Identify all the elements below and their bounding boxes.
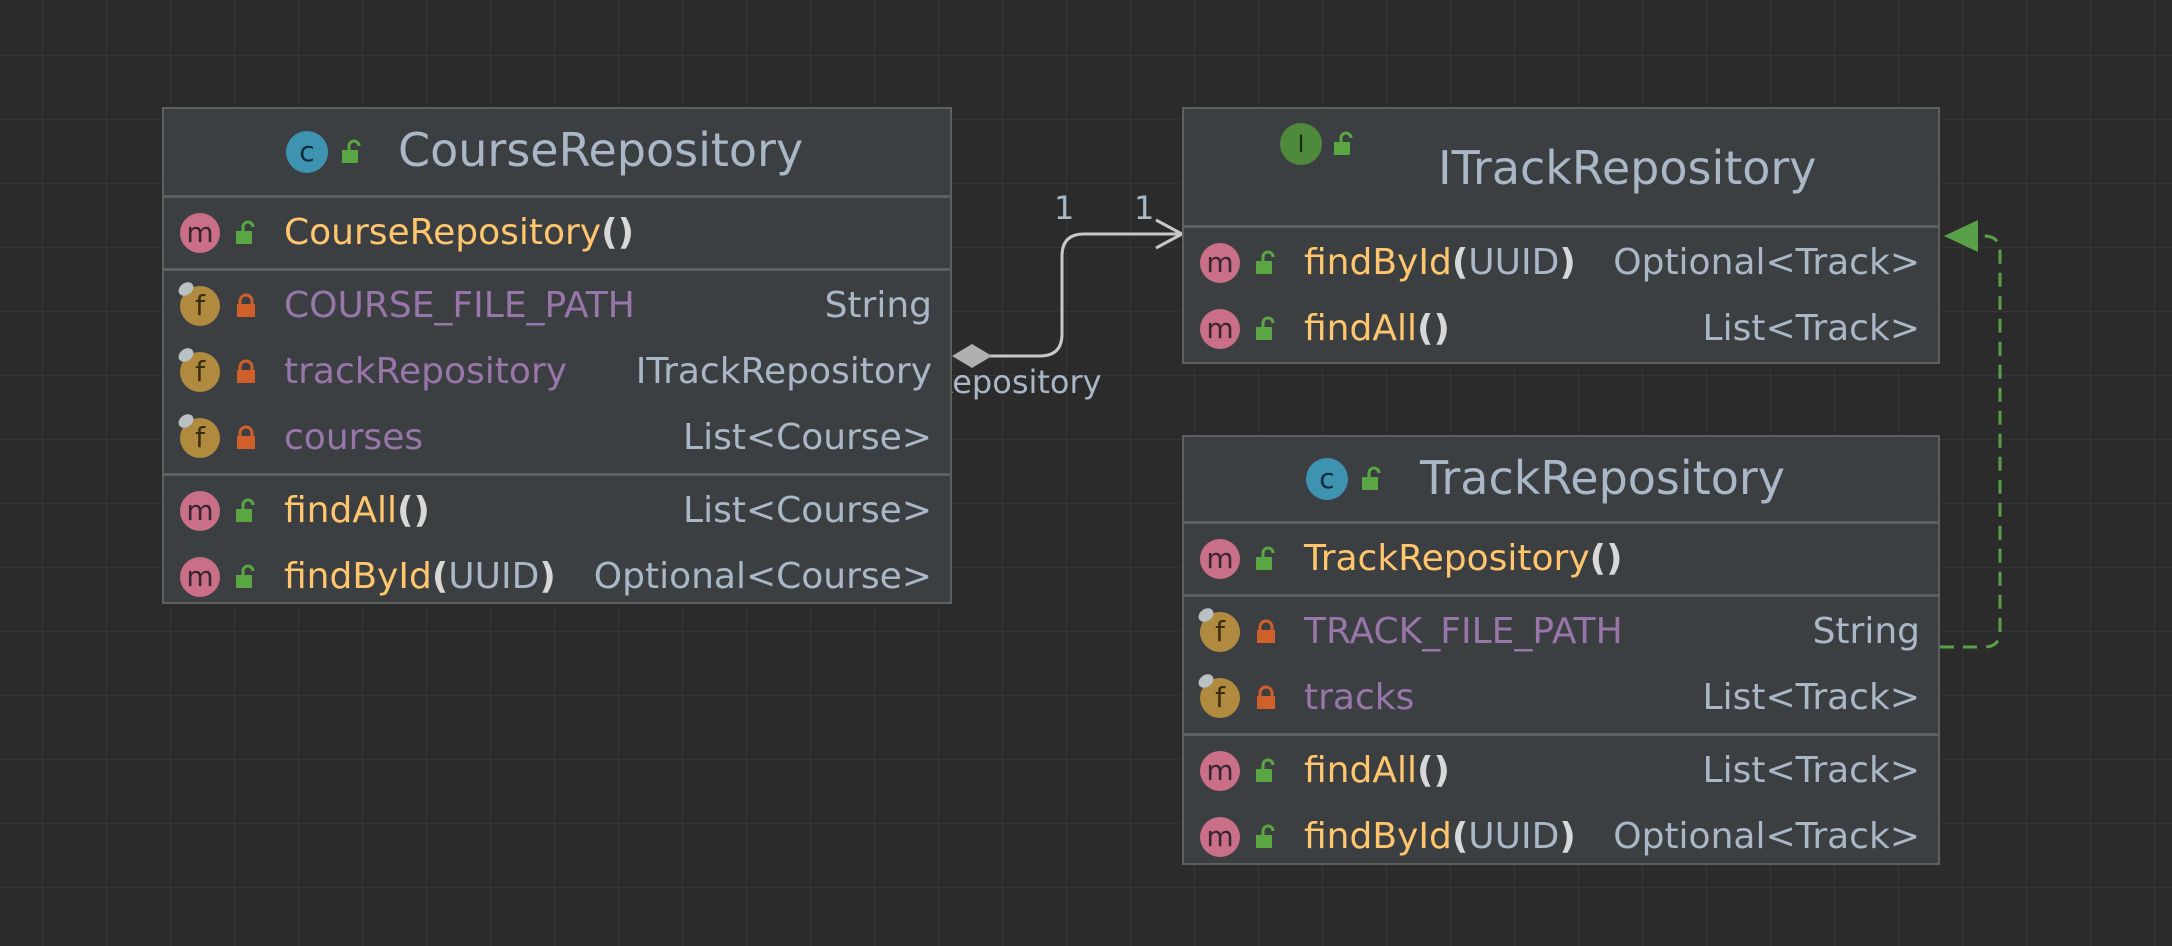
field-row[interactable]: f COURSE_FILE_PATH String bbox=[164, 273, 950, 339]
private-lock-icon bbox=[1257, 619, 1275, 643]
aggregation-diamond bbox=[952, 344, 992, 368]
class-kind-icon: c bbox=[286, 131, 328, 173]
field-type: ITrackRepository bbox=[635, 351, 932, 392]
public-unlock-icon bbox=[236, 498, 255, 522]
method-name: findById(UUID) bbox=[1304, 816, 1576, 857]
field-icon: f bbox=[1196, 605, 1240, 652]
private-lock-icon bbox=[237, 293, 255, 317]
field-name: tracks bbox=[1304, 677, 1415, 718]
method-name: findById(UUID) bbox=[1304, 242, 1576, 283]
class-box-track-repository[interactable]: c TrackRepository m TrackRepository() f … bbox=[1182, 435, 1940, 865]
field-row[interactable]: f trackRepository ITrackRepository bbox=[164, 339, 950, 405]
class-header[interactable]: c CourseRepository bbox=[164, 109, 950, 198]
constructor-name: CourseRepository() bbox=[284, 212, 635, 253]
method-name: findAll() bbox=[1304, 750, 1450, 791]
method-name: findById(UUID) bbox=[284, 556, 556, 597]
public-unlock-icon bbox=[1256, 316, 1275, 340]
constructor-name: TrackRepository() bbox=[1304, 538, 1623, 579]
abstract-method-icon: m bbox=[1200, 309, 1240, 349]
class-box-course-repository[interactable]: c CourseRepository m CourseRepository() … bbox=[162, 107, 952, 604]
field-name: COURSE_FILE_PATH bbox=[284, 285, 635, 326]
private-lock-icon bbox=[1257, 685, 1275, 709]
interface-kind-icon: I bbox=[1280, 123, 1322, 165]
public-unlock-icon bbox=[1256, 250, 1275, 274]
field-icon: f bbox=[176, 411, 220, 458]
method-row[interactable]: m findAll() List<Course> bbox=[164, 478, 950, 544]
field-type: List<Track> bbox=[1702, 677, 1920, 718]
public-unlock-icon bbox=[1362, 466, 1381, 490]
method-return-type: List<Track> bbox=[1702, 308, 1920, 349]
public-unlock-icon bbox=[342, 139, 361, 163]
methods-section: m findAll() List<Course> m findById(UUID… bbox=[164, 476, 950, 612]
field-icon: f bbox=[176, 345, 220, 392]
method-row[interactable]: m findAll() List<Track> bbox=[1184, 738, 1938, 804]
field-name: trackRepository bbox=[284, 351, 568, 392]
public-unlock-icon bbox=[236, 220, 255, 244]
multiplicity-source: 1 bbox=[1054, 189, 1075, 227]
method-return-type: Optional<Track> bbox=[1613, 816, 1920, 857]
constructor-section: m CourseRepository() bbox=[164, 198, 950, 271]
class-name: TrackRepository bbox=[1420, 451, 1785, 505]
private-lock-icon bbox=[237, 359, 255, 383]
class-header[interactable]: c TrackRepository bbox=[1184, 437, 1938, 524]
class-name: CourseRepository bbox=[398, 123, 804, 177]
field-icon: f bbox=[176, 279, 220, 326]
field-type: String bbox=[824, 285, 932, 326]
public-unlock-icon bbox=[1256, 546, 1275, 570]
class-kind-icon: c bbox=[1306, 458, 1348, 500]
field-row[interactable]: f tracks List<Track> bbox=[1184, 665, 1938, 731]
method-row[interactable]: m findAll() List<Track> bbox=[1184, 296, 1938, 362]
method-icon: m bbox=[1200, 539, 1240, 579]
method-return-type: Optional<Track> bbox=[1613, 242, 1920, 283]
interface-name: ITrackRepository bbox=[1438, 141, 1817, 195]
public-unlock-icon bbox=[1256, 758, 1275, 782]
method-name: findAll() bbox=[1304, 308, 1450, 349]
field-name: courses bbox=[284, 417, 424, 458]
method-icon: m bbox=[180, 491, 220, 531]
constructor-row[interactable]: m CourseRepository() bbox=[164, 200, 950, 266]
field-row[interactable]: f courses List<Course> bbox=[164, 405, 950, 471]
public-unlock-icon bbox=[1334, 131, 1353, 155]
method-icon: m bbox=[180, 213, 220, 253]
realization-line[interactable] bbox=[1940, 234, 2002, 649]
field-type: List<Course> bbox=[683, 417, 932, 458]
fields-section: f TRACK_FILE_PATH String f tracks List<T… bbox=[1184, 597, 1938, 736]
method-row[interactable]: m findById(UUID) Optional<Track> bbox=[1184, 230, 1938, 296]
multiplicity-target: 1 bbox=[1134, 189, 1155, 227]
realization-arrowhead bbox=[1944, 220, 1978, 252]
method-icon: m bbox=[1200, 817, 1240, 857]
method-name: findAll() bbox=[284, 490, 430, 531]
methods-section: m findAll() List<Track> m findById(UUID)… bbox=[1184, 736, 1938, 872]
fields-section: f COURSE_FILE_PATH String f trackReposit… bbox=[164, 271, 950, 476]
association-line[interactable] bbox=[972, 232, 1182, 358]
field-icon: f bbox=[1196, 671, 1240, 718]
interface-box-itrack-repository[interactable]: I ITrackRepository m findById(UUID) Opti… bbox=[1182, 107, 1940, 364]
method-icon: m bbox=[180, 557, 220, 597]
method-return-type: Optional<Course> bbox=[593, 556, 932, 597]
method-return-type: List<Course> bbox=[683, 490, 932, 531]
public-unlock-icon bbox=[1256, 824, 1275, 848]
method-return-type: List<Track> bbox=[1702, 750, 1920, 791]
public-unlock-icon bbox=[236, 564, 255, 588]
constructor-row[interactable]: m TrackRepository() bbox=[1184, 526, 1938, 592]
abstract-method-icon: m bbox=[1200, 243, 1240, 283]
method-row[interactable]: m findById(UUID) Optional<Course> bbox=[164, 544, 950, 610]
field-type: String bbox=[1812, 611, 1920, 652]
field-name: TRACK_FILE_PATH bbox=[1304, 611, 1623, 652]
private-lock-icon bbox=[237, 425, 255, 449]
interface-header[interactable]: I ITrackRepository bbox=[1184, 109, 1938, 228]
constructor-section: m TrackRepository() bbox=[1184, 524, 1938, 597]
method-row[interactable]: m findById(UUID) Optional<Track> bbox=[1184, 804, 1938, 870]
methods-section: m findById(UUID) Optional<Track> m findA… bbox=[1184, 228, 1938, 364]
method-icon: m bbox=[1200, 751, 1240, 791]
field-row[interactable]: f TRACK_FILE_PATH String bbox=[1184, 599, 1938, 665]
